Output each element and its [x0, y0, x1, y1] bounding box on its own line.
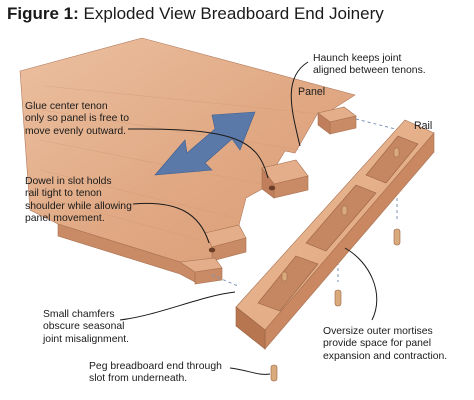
panel-label: Panel — [298, 86, 326, 98]
dowel-slot-lower — [208, 247, 216, 253]
callout-glue-center: Glue center tenon only so panel is free … — [25, 101, 129, 137]
figure-title-text: Exploded View Breadboard End Joinery — [83, 4, 384, 23]
mortise-top — [365, 135, 419, 184]
dowel-in-rail-3 — [281, 271, 288, 282]
double-arrow-icon — [154, 111, 256, 176]
pegs — [270, 228, 401, 382]
tenon-top — [317, 106, 357, 135]
figure-label: Figure 1: — [7, 4, 79, 23]
callout-peg: Peg breadboard end through slot from und… — [89, 361, 222, 385]
rail-label: Rail — [414, 120, 433, 132]
leader-glue-center — [127, 128, 269, 179]
peg-1 — [270, 364, 278, 382]
leader-lines — [119, 61, 378, 375]
dowel-in-rail-2 — [341, 205, 348, 216]
tenon-bottom — [204, 224, 247, 262]
dowel-in-rail-1 — [393, 147, 400, 158]
panel — [19, 37, 357, 285]
leader-dowel-slot — [132, 202, 210, 244]
callout-haunch: Haunch keeps joint aligned between tenon… — [313, 53, 426, 77]
peg-2 — [334, 289, 342, 307]
rail-end-face — [235, 306, 266, 350]
leader-chamfers — [119, 291, 236, 321]
figure-title: Figure 1: Exploded View Breadboard End J… — [7, 4, 384, 24]
mortise-bottom — [257, 255, 319, 312]
mortise-center — [305, 184, 377, 252]
callout-mortises: Oversize outer mortises provide space fo… — [323, 326, 448, 362]
callout-dowel-slot: Dowel in slot holds rail tight to tenon … — [25, 176, 132, 225]
leader-haunch — [290, 61, 309, 147]
tenon-end — [179, 257, 223, 285]
leader-peg — [229, 367, 271, 375]
tenon-center — [261, 159, 309, 199]
peg-3 — [393, 228, 401, 246]
rail — [235, 119, 435, 350]
callout-chamfers: Small chamfers obscure seasonal joint mi… — [43, 309, 130, 345]
leader-mortises — [344, 247, 378, 321]
dowel-slot-center — [268, 185, 276, 191]
